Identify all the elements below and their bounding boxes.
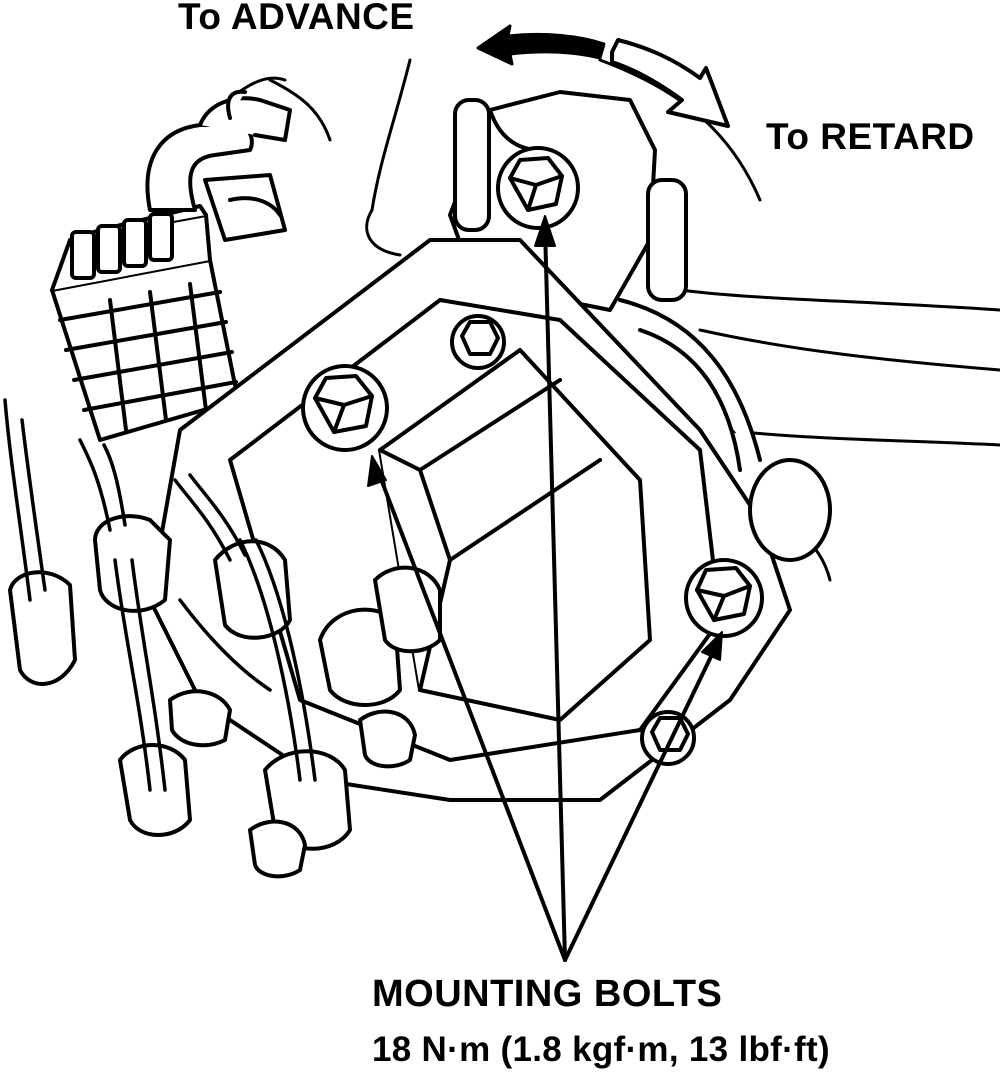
mounting-bolts-label: MOUNTING BOLTS	[372, 973, 723, 1015]
retard-arrow	[610, 38, 730, 128]
mounting-bolt-right	[684, 558, 764, 638]
torque-spec-label: 18 N·m (1.8 kgf·m, 13 lbf·ft)	[372, 1030, 830, 1069]
spark-plug-wires	[3, 398, 317, 792]
bolt-leader-arrowheads	[367, 215, 723, 661]
small-bolt-top	[450, 314, 506, 370]
mounting-bolt-top	[496, 146, 580, 230]
retard-label: To RETARD	[766, 116, 975, 157]
advance-label: To ADVANCE	[178, 0, 415, 37]
bolt-leader-lines	[374, 226, 720, 962]
mounting-bolt-left	[301, 364, 389, 452]
wiring-connector	[50, 204, 240, 442]
plug-wire-boots	[8, 514, 442, 879]
advance-arrow	[476, 24, 606, 66]
harness-hose	[145, 89, 292, 242]
small-bolt-bottom	[640, 710, 696, 766]
